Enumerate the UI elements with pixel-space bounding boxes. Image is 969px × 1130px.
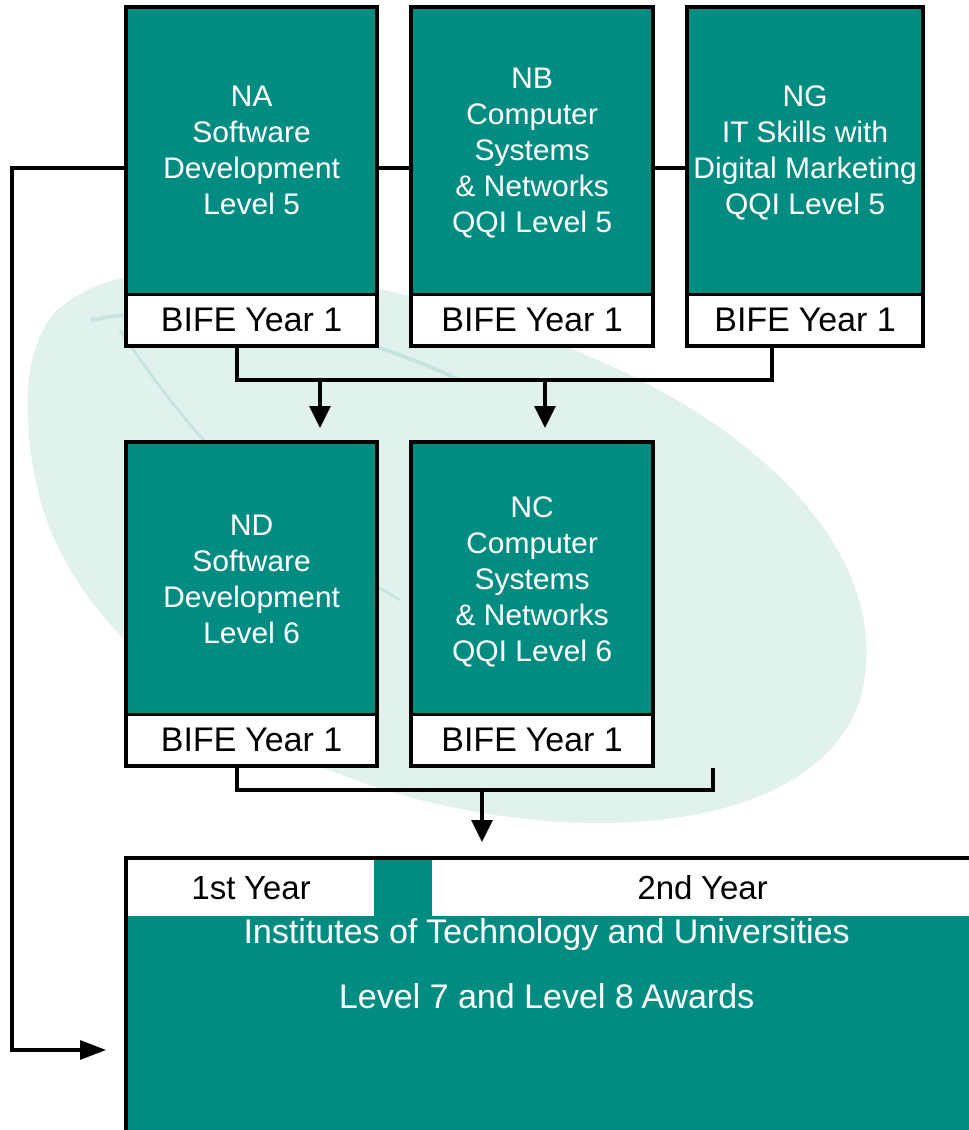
course-title-line: Development bbox=[163, 581, 340, 614]
course-title-line: Digital Marketing bbox=[693, 152, 917, 185]
course-footer: BIFE Year 1 bbox=[128, 713, 375, 764]
course-title-line: & Networks bbox=[455, 599, 609, 632]
course-code: NC bbox=[510, 491, 554, 524]
course-title: NC Computer Systems & Networks QQI Level… bbox=[413, 444, 651, 716]
course-footer: BIFE Year 1 bbox=[413, 293, 651, 344]
course-level: Level 5 bbox=[203, 188, 300, 221]
arrow-to-nc-icon bbox=[534, 406, 556, 428]
course-title-line: Development bbox=[163, 152, 340, 185]
course-code: NA bbox=[230, 80, 273, 113]
course-box-na: NA Software Development Level 5 BIFE Yea… bbox=[124, 5, 379, 348]
course-title-line: Computer bbox=[466, 527, 598, 560]
course-footer: BIFE Year 1 bbox=[128, 293, 375, 344]
arrow-to-nd-icon bbox=[309, 406, 331, 428]
course-box-nd: ND Software Development Level 6 BIFE Yea… bbox=[124, 440, 379, 768]
destination-title: Institutes of Technology and Universitie… bbox=[243, 913, 850, 951]
course-title-line: Computer bbox=[466, 98, 598, 131]
course-title-line: Systems bbox=[474, 563, 590, 596]
course-title: NB Computer Systems & Networks QQI Level… bbox=[413, 9, 651, 293]
course-box-nc: NC Computer Systems & Networks QQI Level… bbox=[409, 440, 655, 768]
course-title-line: & Networks bbox=[455, 170, 609, 203]
arrow-to-first-year-icon bbox=[80, 1040, 106, 1060]
course-title-line: Software bbox=[192, 545, 311, 578]
course-code: ND bbox=[229, 509, 274, 542]
first-year-label: 1st Year bbox=[128, 860, 374, 916]
course-box-ng: NG IT Skills with Digital Marketing QQI … bbox=[685, 5, 925, 348]
course-code: NG bbox=[782, 80, 828, 113]
destination-awards: Level 7 and Level 8 Awards bbox=[338, 978, 755, 1016]
course-level: Level 6 bbox=[203, 617, 300, 650]
course-footer: BIFE Year 1 bbox=[413, 713, 651, 764]
course-title-line: Systems bbox=[474, 134, 590, 167]
course-level: QQI Level 5 bbox=[451, 206, 613, 239]
course-level: QQI Level 6 bbox=[451, 635, 613, 668]
course-code: NB bbox=[511, 62, 553, 95]
course-title-line: IT Skills with bbox=[721, 116, 889, 149]
second-year-label: 2nd Year bbox=[432, 860, 969, 916]
destination-box: 1st Year 2nd Year bbox=[124, 856, 969, 1130]
course-footer: BIFE Year 1 bbox=[689, 293, 921, 344]
course-title: ND Software Development Level 6 bbox=[128, 444, 375, 716]
course-title-line: Software bbox=[192, 116, 311, 149]
course-title: NA Software Development Level 5 bbox=[128, 9, 375, 293]
course-level: QQI Level 5 bbox=[724, 188, 886, 221]
arrow-to-dest-icon bbox=[471, 820, 493, 842]
course-title: NG IT Skills with Digital Marketing QQI … bbox=[689, 9, 921, 293]
course-box-nb: NB Computer Systems & Networks QQI Level… bbox=[409, 5, 655, 348]
